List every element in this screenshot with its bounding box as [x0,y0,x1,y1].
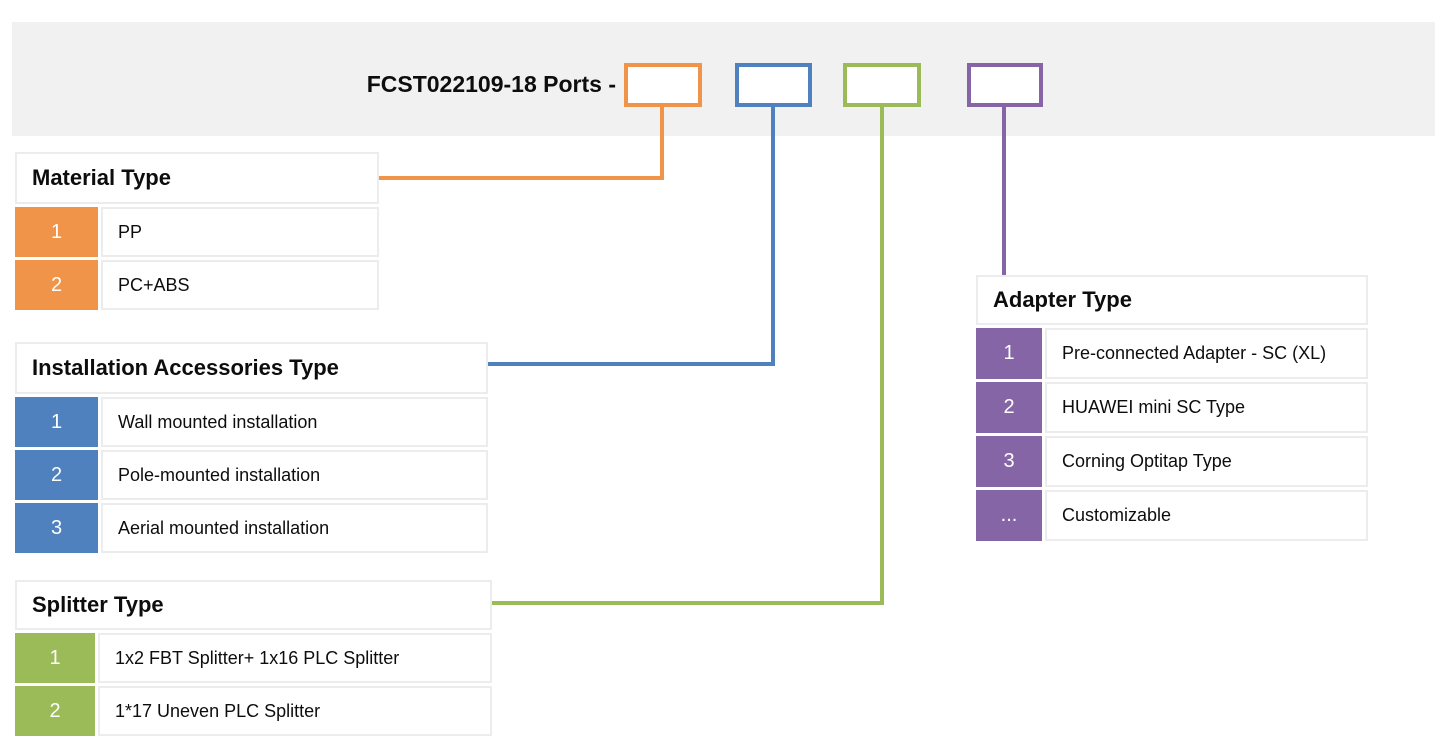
installation-accessories-type-header: Installation Accessories Type [15,342,488,394]
code-cell: 3 [15,503,98,553]
code-cell: 2 [976,382,1042,433]
table-row: ... Customizable [976,490,1368,541]
code-cell: 1 [976,328,1042,379]
material-type-header: Material Type [15,152,379,204]
splitter-connector-horizontal [492,601,884,605]
material-code-box [624,63,702,107]
table-row: 2 PC+ABS [15,260,379,310]
label-cell: Aerial mounted installation [101,503,488,553]
material-type-table: Material Type 1 PP 2 PC+ABS [15,152,379,313]
label-cell: 1*17 Uneven PLC Splitter [98,686,492,736]
label-cell: PP [101,207,379,257]
code-cell: ... [976,490,1042,541]
splitter-connector-vertical [880,105,884,605]
code-cell: 2 [15,450,98,500]
table-row: 1 Pre-connected Adapter - SC (XL) [976,328,1368,379]
label-cell: PC+ABS [101,260,379,310]
installation-connector-vertical [771,105,775,366]
code-cell: 2 [15,686,95,736]
label-cell: Corning Optitap Type [1045,436,1368,487]
installation-code-box [735,63,812,107]
code-cell: 3 [976,436,1042,487]
label-cell: Pre-connected Adapter - SC (XL) [1045,328,1368,379]
splitter-type-header: Splitter Type [15,580,492,630]
code-cell: 1 [15,207,98,257]
table-row: 1 Wall mounted installation [15,397,488,447]
label-cell: Pole-mounted installation [101,450,488,500]
adapter-type-header: Adapter Type [976,275,1368,325]
table-row: 2 Pole-mounted installation [15,450,488,500]
code-cell: 2 [15,260,98,310]
table-row: 2 HUAWEI mini SC Type [976,382,1368,433]
table-row: 2 1*17 Uneven PLC Splitter [15,686,492,736]
adapter-code-box [967,63,1043,107]
installation-accessories-type-table: Installation Accessories Type 1 Wall mou… [15,342,488,556]
table-row: 3 Corning Optitap Type [976,436,1368,487]
adapter-type-table: Adapter Type 1 Pre-connected Adapter - S… [976,275,1368,544]
splitter-type-table: Splitter Type 1 1x2 FBT Splitter+ 1x16 P… [15,580,492,739]
label-cell: Customizable [1045,490,1368,541]
material-connector-horizontal [379,176,664,180]
code-cell: 1 [15,633,95,683]
table-row: 3 Aerial mounted installation [15,503,488,553]
page-title: FCST022109-18 Ports - [366,71,616,97]
code-cell: 1 [15,397,98,447]
material-connector-vertical [660,105,664,180]
adapter-connector-vertical [1002,105,1006,275]
label-cell: 1x2 FBT Splitter+ 1x16 PLC Splitter [98,633,492,683]
header-band [12,22,1435,136]
table-row: 1 1x2 FBT Splitter+ 1x16 PLC Splitter [15,633,492,683]
label-cell: HUAWEI mini SC Type [1045,382,1368,433]
label-cell: Wall mounted installation [101,397,488,447]
installation-connector-horizontal [488,362,775,366]
table-row: 1 PP [15,207,379,257]
splitter-code-box [843,63,921,107]
